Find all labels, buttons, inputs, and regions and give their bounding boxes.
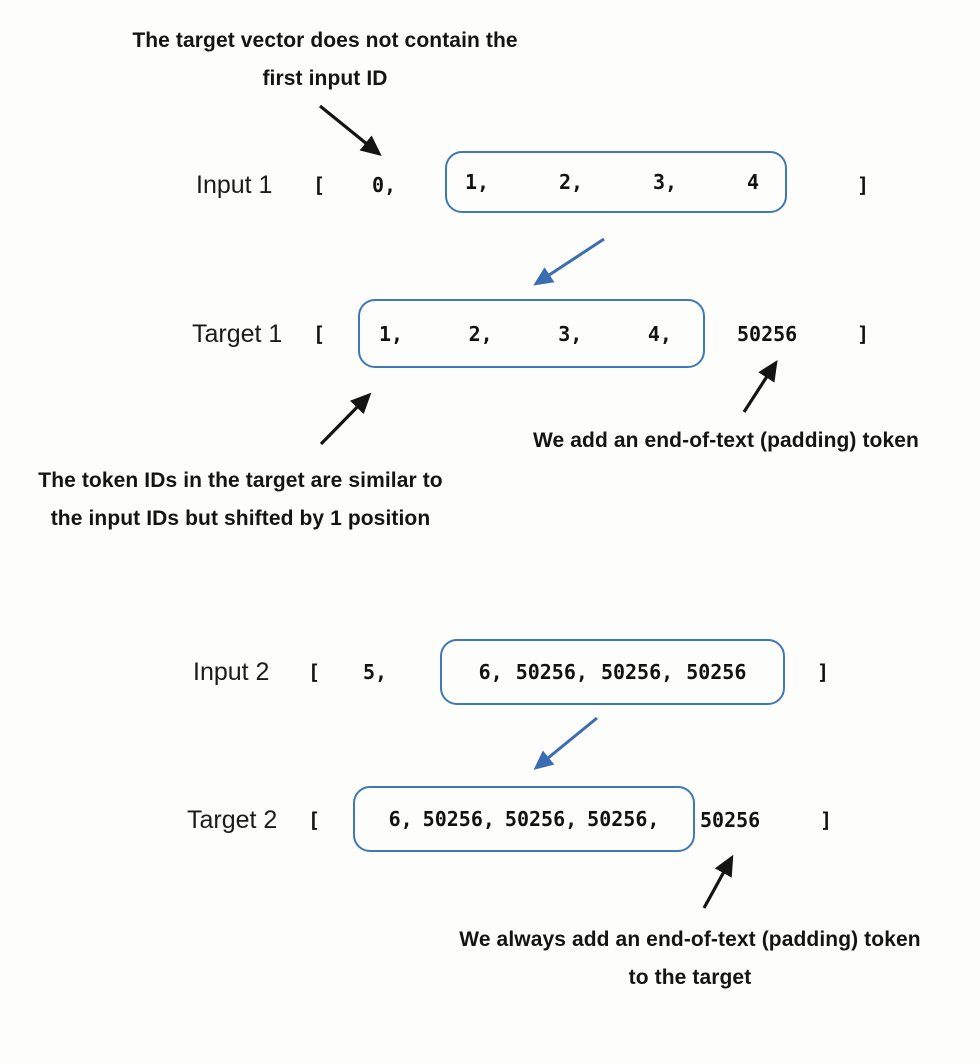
input2-label: Input 2 <box>193 658 270 686</box>
bottom-annotation-line2: to the target <box>628 966 752 989</box>
target2-open-bracket: [ <box>308 808 321 832</box>
input1-close-bracket: ] <box>857 173 870 197</box>
shifted-annotation: The token IDs in the target are similar … <box>8 462 473 538</box>
input2-to-target2-arrow <box>533 716 598 770</box>
shifted-annotation-line2: the input IDs but shifted by 1 position <box>50 507 431 530</box>
token: 3, <box>652 170 678 194</box>
input1-highlight-box: 1, 2, 3, 4 <box>445 151 787 213</box>
top-annotation-line2: first input ID <box>262 67 388 90</box>
token: 6, <box>388 807 413 831</box>
target1-close-bracket: ] <box>857 322 870 346</box>
token: 50256 <box>686 660 747 684</box>
bottom-note-to-50256-arrow <box>702 854 734 909</box>
token: 1, <box>465 170 490 194</box>
top-annotation: The target vector does not contain the f… <box>90 22 560 98</box>
token: 50256, <box>515 660 588 684</box>
input1-token-before: 0, <box>372 173 397 197</box>
token: 1, <box>379 321 404 346</box>
shifted-note-to-target1-arrow <box>319 392 372 446</box>
input2-token-before: 5, <box>363 660 388 684</box>
token: 2, <box>468 321 493 346</box>
target1-token-after: 50256 <box>737 322 798 346</box>
input2-open-bracket: [ <box>308 660 321 684</box>
target1-open-bracket: [ <box>313 322 326 346</box>
token: 3, <box>558 321 583 346</box>
input1-open-bracket: [ <box>313 173 326 197</box>
token: 50256, <box>422 807 495 831</box>
target1-label: Target 1 <box>192 320 283 348</box>
eot-annotation: We add an end-of-text (padding) token <box>533 429 919 452</box>
input2-close-bracket: ] <box>817 660 830 684</box>
token: 4, <box>647 321 672 346</box>
bottom-annotation-line1: We always add an end-of-text (padding) t… <box>459 928 921 951</box>
shifted-annotation-line1: The token IDs in the target are similar … <box>38 469 443 492</box>
target2-highlight-box: 6, 50256, 50256, 50256, <box>353 786 695 852</box>
target2-close-bracket: ] <box>820 808 833 832</box>
input2-highlight-box: 6, 50256, 50256, 50256 <box>440 639 785 705</box>
token: 50256, <box>504 807 578 831</box>
input1-to-target1-arrow <box>533 237 605 286</box>
token: 4 <box>746 170 759 194</box>
token: 2, <box>558 170 584 194</box>
eot-note-to-50256-arrow <box>742 359 778 413</box>
input1-label: Input 1 <box>196 171 273 199</box>
top-note-to-input1-arrow <box>318 104 382 157</box>
token: 50256, <box>600 660 674 684</box>
target2-token-after: 50256 <box>700 808 761 832</box>
target1-highlight-box: 1, 2, 3, 4, <box>358 299 705 368</box>
bottom-annotation: We always add an end-of-text (padding) t… <box>430 921 950 997</box>
token: 50256, <box>587 807 660 831</box>
target2-label: Target 2 <box>187 806 278 834</box>
top-annotation-line1: The target vector does not contain the <box>132 29 518 52</box>
token: 6, <box>478 660 503 684</box>
